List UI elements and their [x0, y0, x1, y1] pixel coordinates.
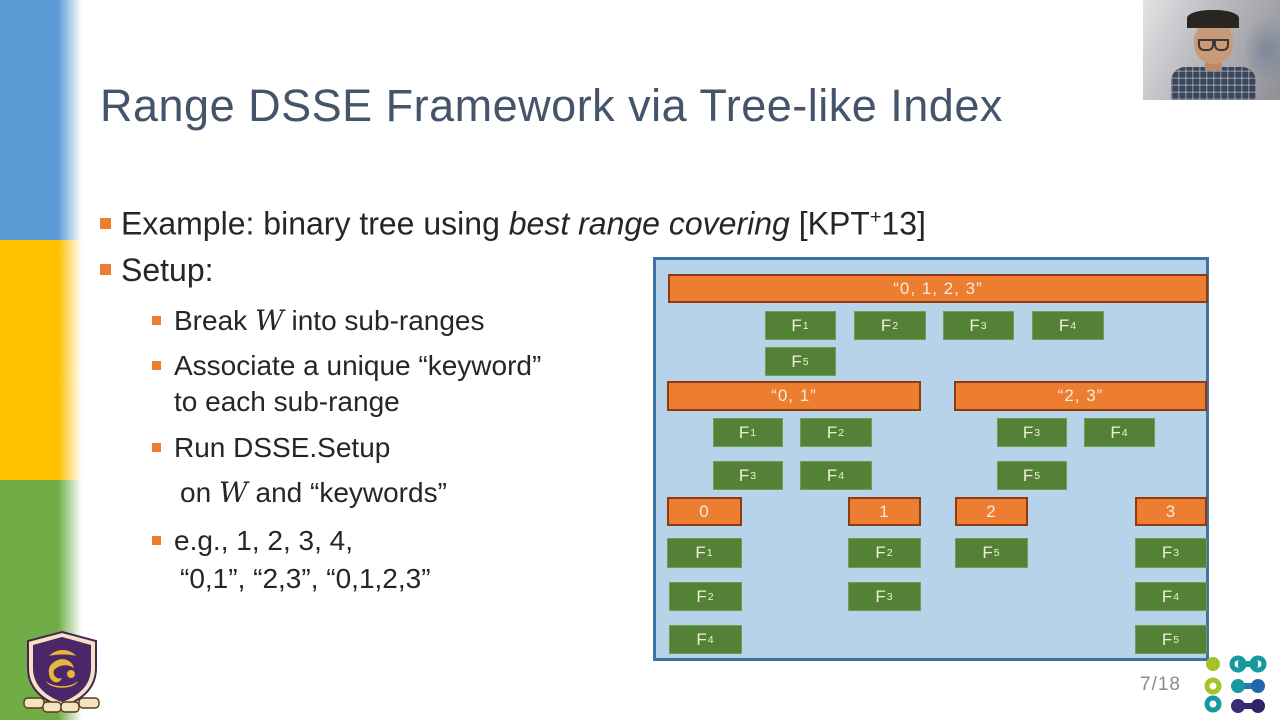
bullet-example-text: Example: binary tree using [121, 205, 509, 242]
page-number: 7/18 [1140, 674, 1181, 695]
range-node: 2 [955, 497, 1028, 526]
bullet-setup-text: Setup: [121, 252, 214, 288]
presenter-shirt [1171, 67, 1256, 100]
sub-bullet-run-pre: on [180, 477, 219, 508]
sub-bullet-break-post: into sub-ranges [283, 305, 485, 336]
sub-bullet-associate-l1: Associate a unique “keyword” [174, 350, 542, 381]
bullet-example: Example: binary tree using best range co… [100, 197, 926, 244]
sub-bullet-example-values-l1: e.g., 1, 2, 3, 4, [174, 525, 354, 556]
sub-bullet-run-l1: Run DSSE.Setup [174, 432, 391, 463]
bullet-example-cite-sup: + [869, 206, 882, 228]
range-node: “0, 1” [667, 381, 921, 411]
sub-bullet-associate-wrap: to each sub-range [174, 384, 400, 420]
slide-title: Range DSSE Framework via Tree-like Index [100, 80, 1003, 131]
bullet-example-cite-end: 13] [881, 205, 926, 242]
bullet-setup: Setup: [100, 250, 214, 290]
range-node: “2, 3” [954, 381, 1207, 411]
accent-stripe-yellow [0, 240, 82, 480]
presenter-webcam [1143, 0, 1280, 100]
sub-bullet-run: Run DSSE.Setup [152, 430, 390, 466]
sub-bullet-example-values: e.g., 1, 2, 3, 4, [152, 523, 353, 559]
presenter-neck [1205, 61, 1222, 71]
bullet-square-icon [152, 442, 161, 452]
accent-stripe-blue [0, 0, 82, 240]
bullet-square-icon [100, 217, 111, 229]
bullet-example-cite-open: [KPT [789, 205, 870, 242]
presenter-hair-top [1187, 10, 1239, 28]
sub-bullet-break: Break W into sub-ranges [152, 303, 485, 339]
sub-bullet-example-values-l2: “0,1”, “2,3”, “0,1,2,3” [180, 563, 431, 594]
sub-bullet-associate-l2: to each sub-range [174, 386, 400, 417]
range-node: 1 [848, 497, 921, 526]
range-node: “0, 1, 2, 3” [668, 274, 1208, 303]
sub-bullet-associate: Associate a unique “keyword” [152, 348, 541, 384]
bullet-square-icon [100, 264, 111, 276]
presenter-glasses [1198, 39, 1229, 51]
bullet-square-icon [152, 315, 161, 325]
bullet-square-icon [152, 535, 161, 545]
sub-bullet-break-pre: Break [174, 305, 255, 336]
range-node: 0 [667, 497, 742, 526]
cuhk-crest-icon [23, 630, 100, 713]
script-w-symbol: W [218, 476, 248, 509]
molecule-dots-logo [1204, 655, 1267, 713]
script-w-symbol: W [254, 304, 284, 337]
sub-bullet-example-values-wrap: “0,1”, “2,3”, “0,1,2,3” [180, 561, 431, 597]
bullet-square-icon [152, 360, 161, 370]
bullet-example-italic: best range covering [508, 205, 790, 242]
sub-bullet-run-post: and “keywords” [247, 477, 447, 508]
sub-bullet-run-wrap: on W and “keywords” [180, 475, 447, 511]
range-node: 3 [1135, 497, 1207, 526]
